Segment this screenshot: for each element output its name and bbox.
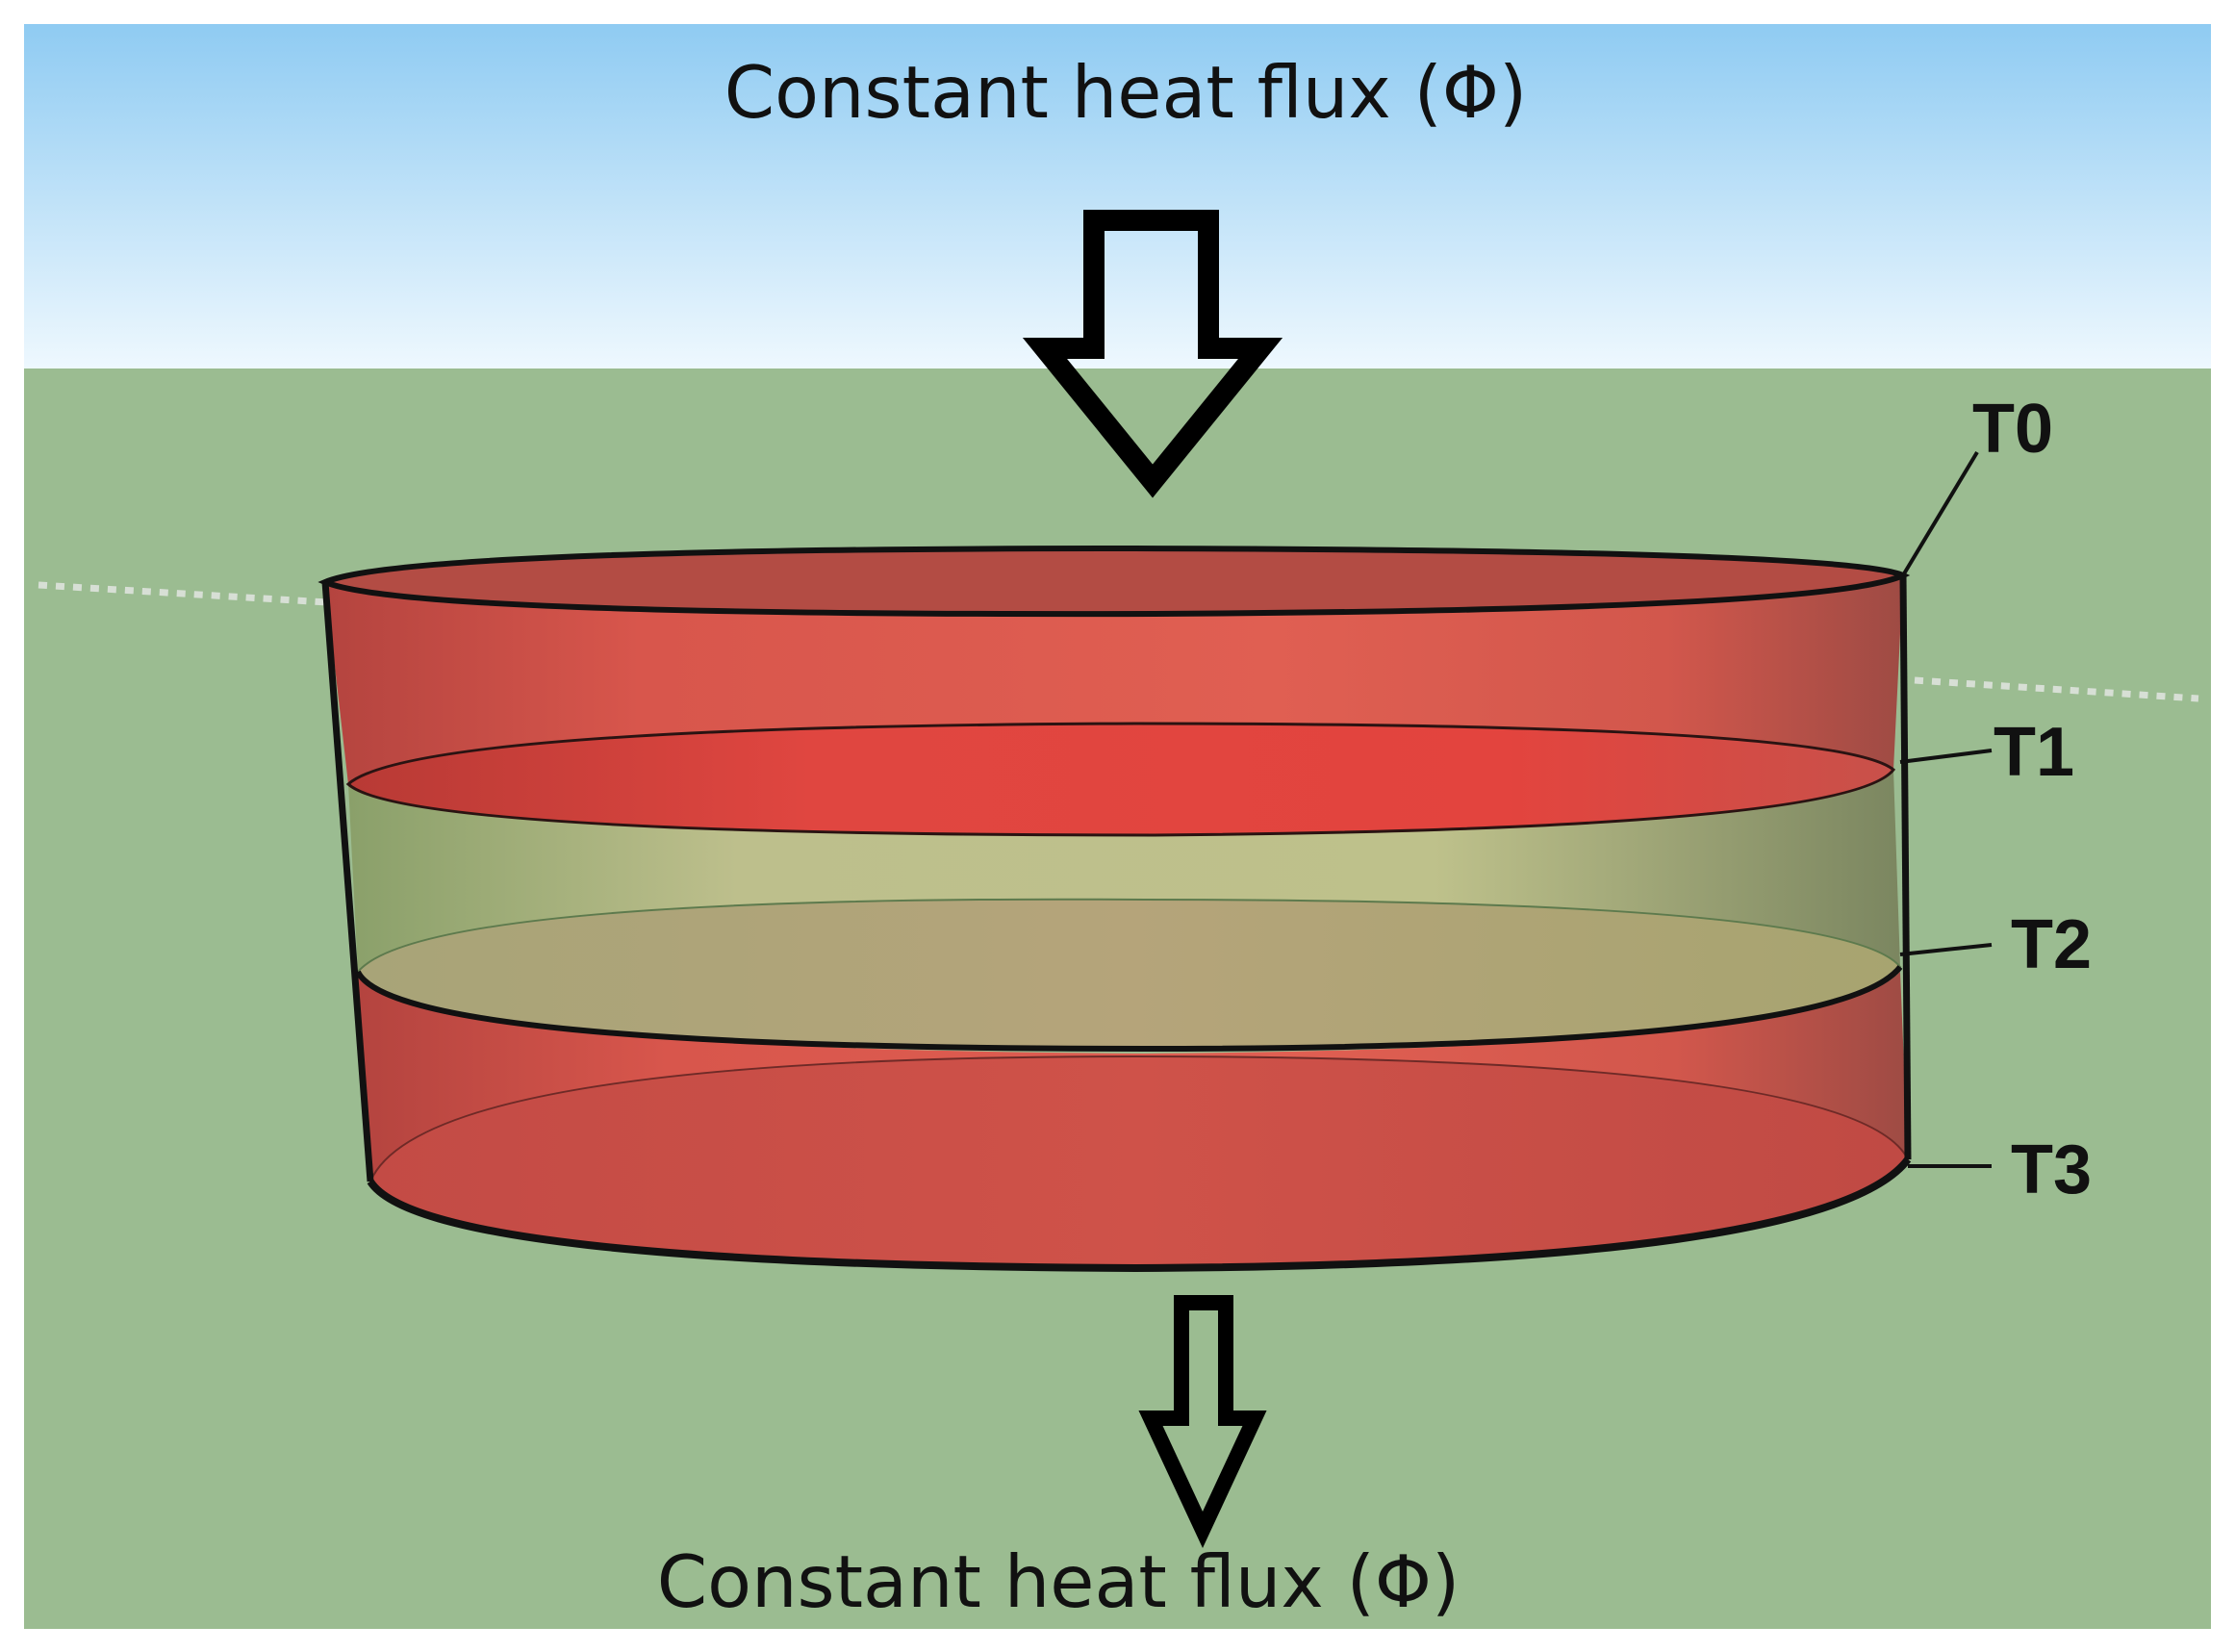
top-heat-flux-label: Constant heat flux (Φ): [724, 50, 1527, 135]
sky: [24, 24, 2211, 369]
level-leaders: [1899, 450, 1993, 1168]
level-label-t3: T3: [2011, 1131, 2092, 1208]
horizon-guide-right: [1914, 676, 2199, 702]
lower-hot-layer: [358, 972, 1910, 1270]
level-label-t0: T0: [1972, 391, 2053, 468]
level-label-t1: T1: [1994, 714, 2074, 791]
level-label-t2: T2: [2011, 906, 2092, 983]
upper-hot-layer: [317, 545, 1911, 837]
bottom-heat-flux-label: Constant heat flux (Φ): [657, 1539, 1460, 1624]
heat-flux-in-arrow: [1022, 210, 1283, 498]
heat-flux-out-arrow: [1138, 1295, 1267, 1548]
middle-layer: [348, 770, 1902, 1051]
cylinder-outline: [321, 574, 1912, 1273]
horizon-guide-left: [38, 581, 328, 606]
